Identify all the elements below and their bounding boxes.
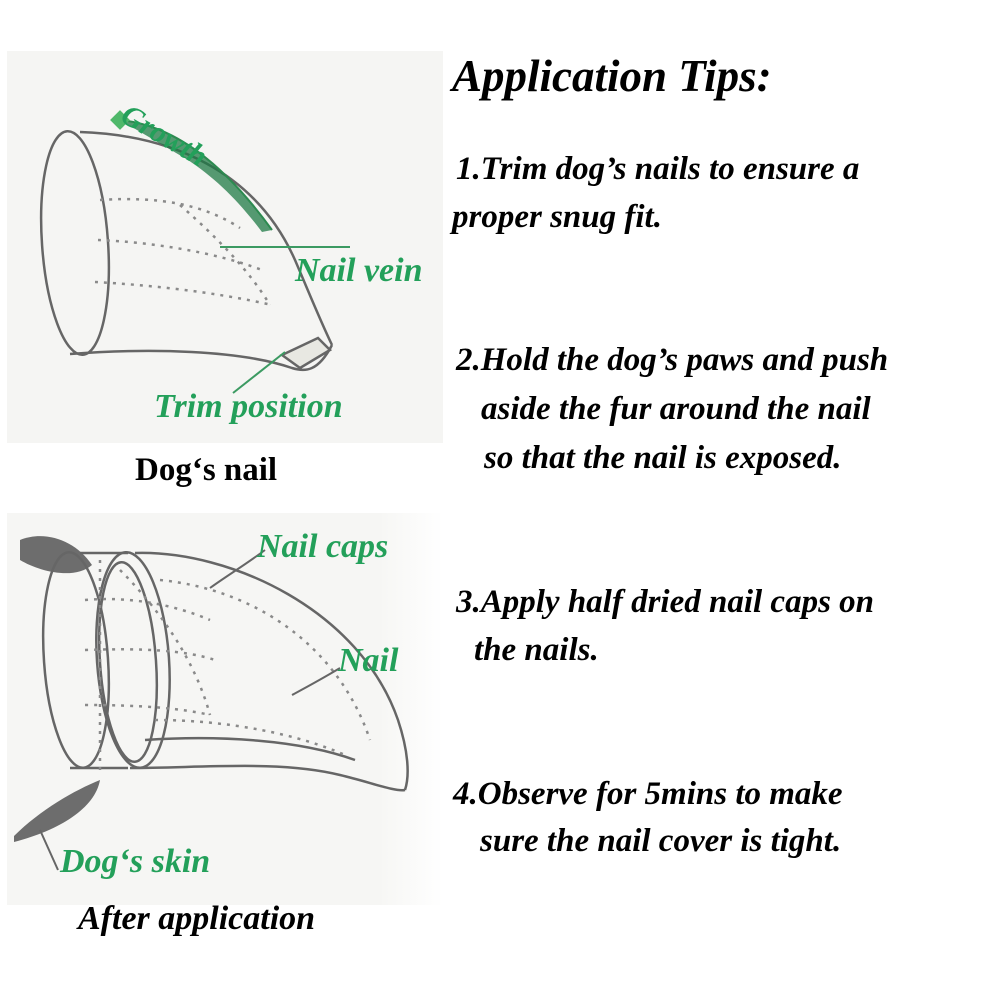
tip-2-line-3: so that the nail is exposed. [484,440,842,476]
nail-vein-dotted [94,197,273,307]
dogs-nail-caption: Dog‘s nail [135,452,278,488]
tip-4-line-1: 4.Observe for 5mins to make [453,776,843,812]
dogs-skin-leader [39,829,59,871]
dogs-skin-label: Dog‘s skin [60,843,211,880]
tip-3-line-1: 3.Apply half dried nail caps on [456,584,875,620]
nail-vein-label: Nail vein [295,252,423,289]
nail-caps-label: Nail caps [257,528,389,565]
trim-position-leader [232,351,286,394]
nail-label: Nail [338,642,399,679]
growth-arrow [110,110,273,232]
leader-lines-bottom [39,549,341,871]
nail-cap-rim-inner [97,560,159,764]
tip-3-line-2: the nails. [474,632,599,668]
dogs-skin-shape [14,536,100,842]
leader-lines-top [220,246,350,394]
nail-leader [291,667,341,696]
nail-caps-leader [209,549,266,589]
tip-2-line-1: 2.Hold the dog’s paws and push [456,342,889,378]
nail-lower-outline [69,344,334,372]
nail-illustration-bottom [41,550,409,792]
trim-position-label: Trim position [154,388,343,425]
nail-tip [279,336,333,370]
tip-1-line-1: 1.Trim dog’s nails to ensure a [456,151,860,187]
tip-1-line-2: proper snug fit. [452,199,662,235]
nail-upper-outline [79,130,334,346]
nail-cap-lower-outline [129,764,406,792]
nail-cap-upper-outline [134,551,409,791]
tip-4-line-2: sure the nail cover is tight. [480,823,842,859]
tip-2-line-2: aside the fur around the nail [481,391,871,427]
after-application-caption: After application [78,900,316,937]
nail-base-outline [39,129,111,357]
nail-dotted-bottom [84,560,372,770]
tips-title: Application Tips: [452,51,772,101]
